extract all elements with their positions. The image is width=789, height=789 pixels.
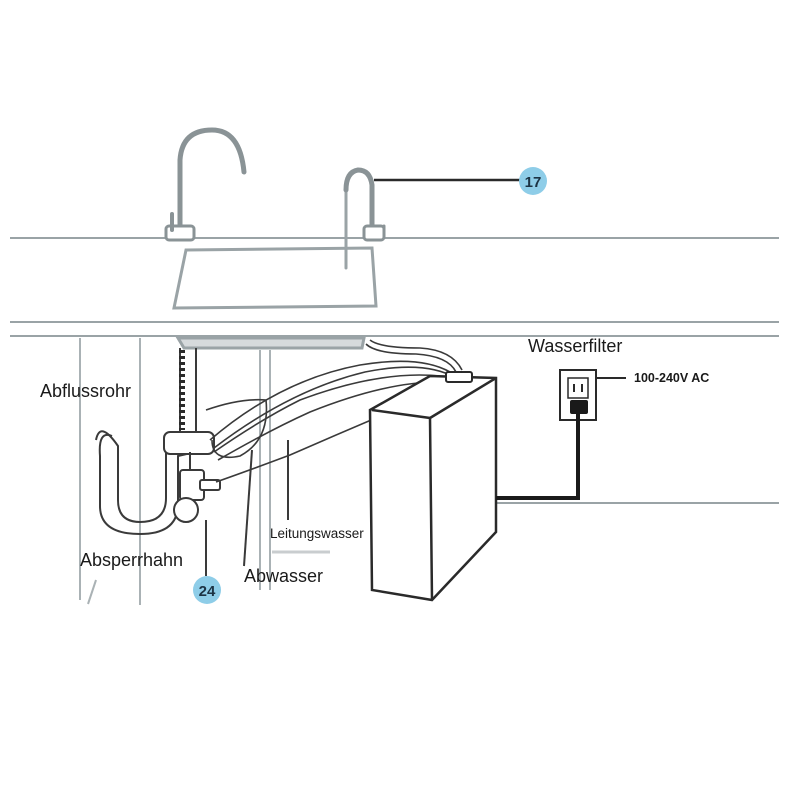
power-outlet bbox=[496, 369, 626, 500]
label-leaders bbox=[243, 440, 330, 567]
shutoff-valve bbox=[173, 452, 221, 576]
callout-24-number: 24 bbox=[199, 583, 216, 600]
label-shutoff-valve: Absperrhahn bbox=[80, 550, 183, 570]
callout-17-number: 17 bbox=[525, 174, 542, 191]
label-water-filter: Wasserfilter bbox=[528, 336, 622, 356]
label-tap-water: Leitungswasser bbox=[270, 526, 364, 541]
cabinet-frame bbox=[79, 338, 271, 605]
callout-24: 24 bbox=[193, 576, 221, 604]
main-faucet bbox=[164, 127, 247, 242]
countertop bbox=[10, 237, 779, 504]
label-power: 100-240V AC bbox=[634, 371, 709, 385]
filter-faucet bbox=[343, 167, 386, 270]
filter-tubes bbox=[205, 339, 463, 483]
callout-17: 17 bbox=[519, 167, 547, 195]
filter-unit bbox=[368, 371, 498, 602]
label-drain-pipe: Abflussrohr bbox=[40, 381, 131, 401]
label-waste-water: Abwasser bbox=[244, 566, 323, 586]
sink-basin bbox=[172, 246, 378, 350]
labels: Wasserfilter 100-240V AC Abflussrohr Abs… bbox=[40, 336, 709, 586]
